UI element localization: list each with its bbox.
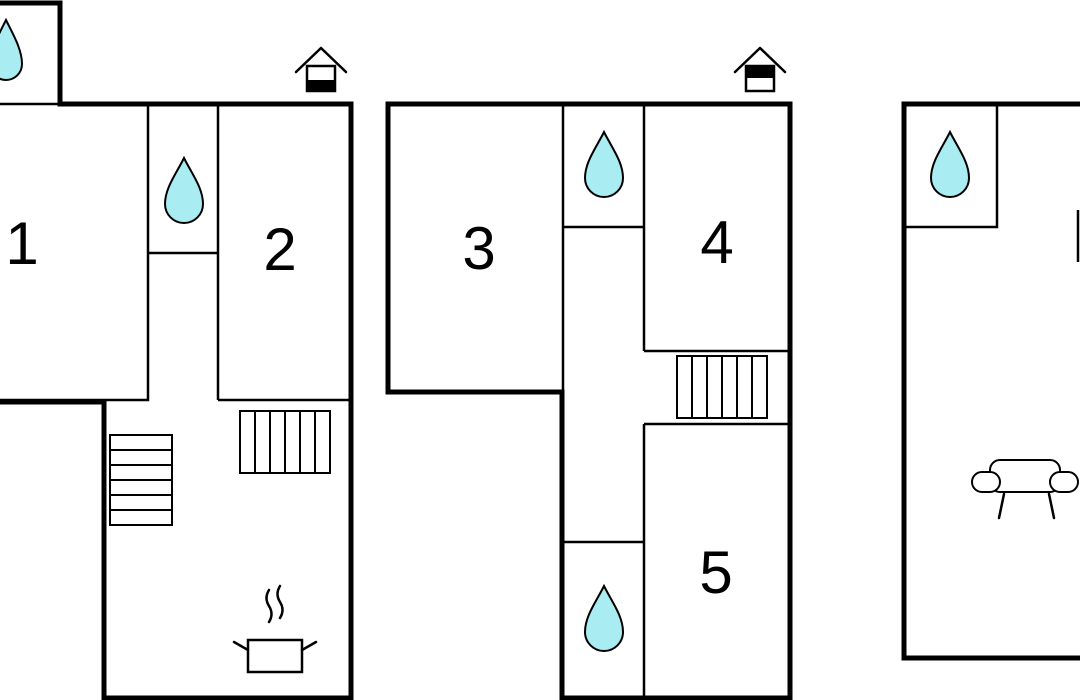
outer-wall-left xyxy=(0,0,354,700)
house-entrance-icon xyxy=(733,46,787,93)
water-drop-icon xyxy=(163,155,205,224)
water-drop-icon xyxy=(583,583,625,652)
stairs-icon xyxy=(239,410,331,474)
sofa-icon xyxy=(971,459,1079,520)
room-number-2: 2 xyxy=(263,216,296,283)
cooking-pot-icon xyxy=(232,584,318,674)
wall xyxy=(0,104,150,402)
stairs-icon xyxy=(676,355,768,419)
room-number-3: 3 xyxy=(462,215,495,282)
water-drop-icon xyxy=(583,129,625,198)
wall xyxy=(904,104,999,229)
water-drop-icon xyxy=(929,129,971,198)
stairs-icon xyxy=(109,434,173,526)
floor-left: 1 2 xyxy=(0,0,354,700)
room-number-4: 4 xyxy=(700,209,733,276)
floor-middle: 3 4 5 xyxy=(385,46,793,700)
outer-wall-middle xyxy=(385,101,793,700)
room-number-5: 5 xyxy=(699,539,732,606)
water-drop-icon xyxy=(0,17,24,81)
room-number-1: 1 xyxy=(5,210,38,277)
house-entrance-icon xyxy=(294,46,348,93)
floor-right xyxy=(901,101,1080,661)
outer-wall-right xyxy=(901,101,1080,661)
